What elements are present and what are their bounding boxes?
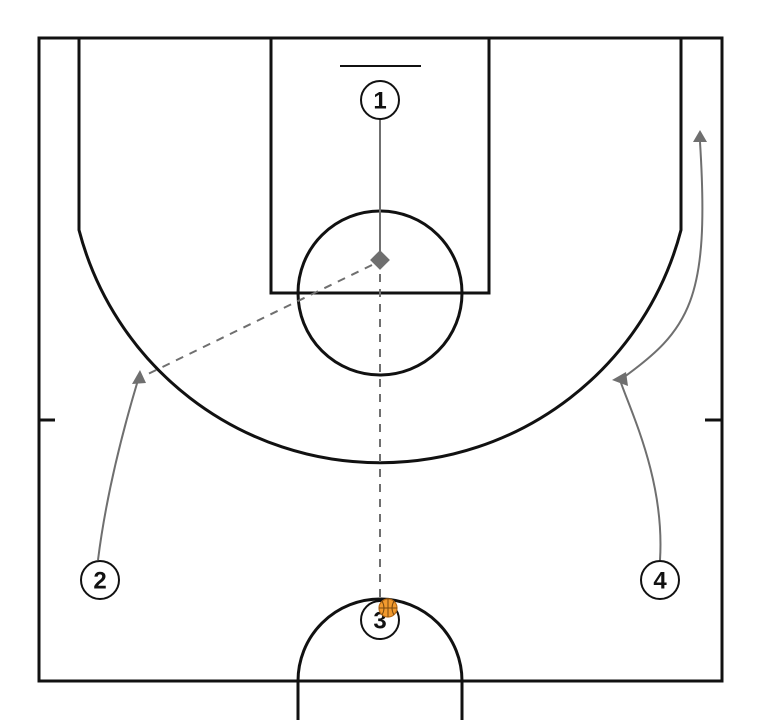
cut-path-player-4 [618, 141, 704, 561]
play-actions [97, 118, 707, 597]
three-point-line [77, 38, 683, 465]
player-4: 4 [640, 560, 680, 600]
player-label: 4 [653, 568, 667, 595]
pass-line-1-to-2 [145, 264, 373, 376]
arrow-head-icon [693, 130, 707, 142]
cut-path-player-2 [97, 379, 139, 561]
screen-marker-icon [370, 250, 390, 270]
players: 1 2 3 4 [80, 80, 680, 640]
player-marker [360, 80, 400, 120]
arrow-head-icon [612, 372, 628, 386]
player-1: 1 [360, 80, 400, 120]
player-label: 1 [373, 88, 386, 115]
basketball-icon [378, 598, 398, 618]
center-circle [296, 597, 464, 720]
player-marker [640, 560, 680, 600]
player-marker [80, 560, 120, 600]
arrow-head-icon [132, 370, 146, 384]
player-label: 2 [93, 568, 106, 595]
player-2: 2 [80, 560, 120, 600]
